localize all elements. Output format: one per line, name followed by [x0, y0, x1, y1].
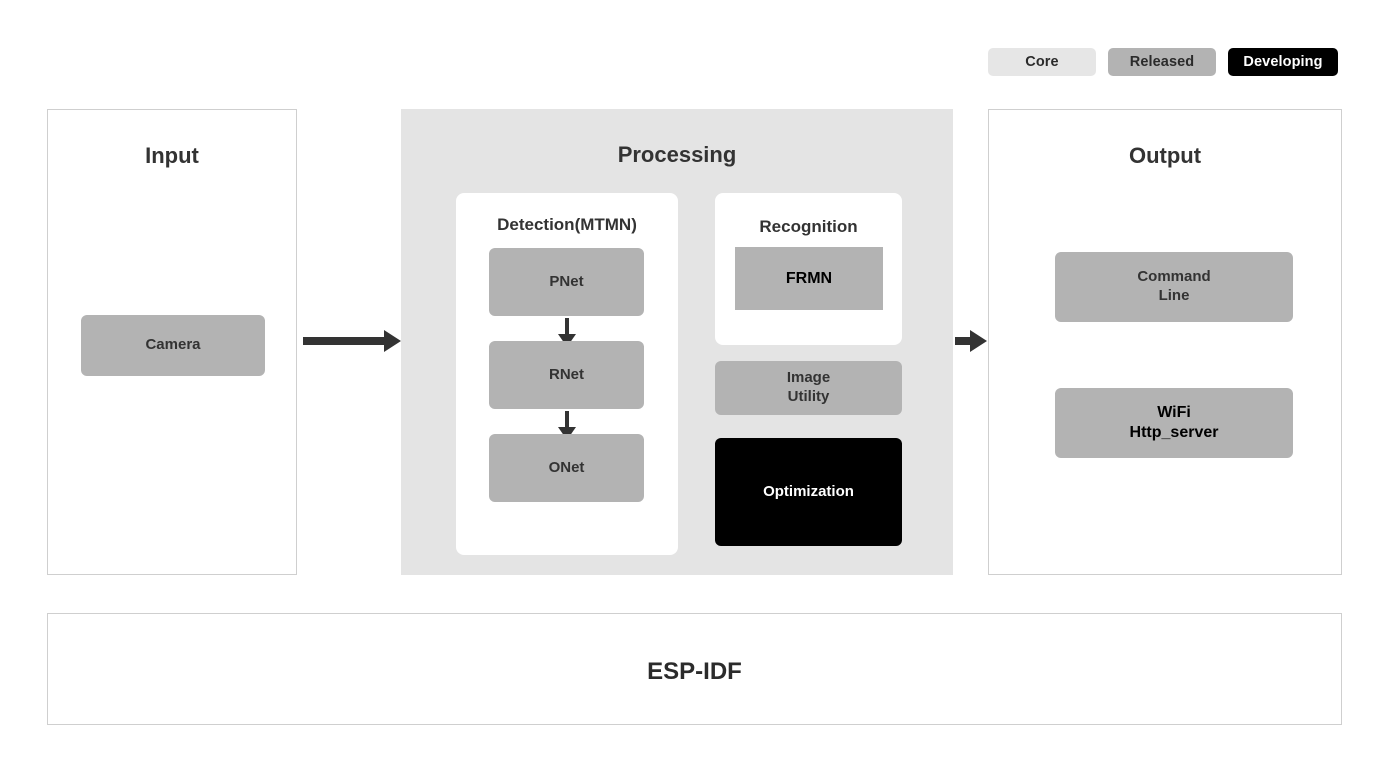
output-panel: Output Command Line WiFi Http_server — [988, 109, 1342, 575]
processing-panel: Processing Detection(MTMN) PNet RNet ONe… — [401, 109, 953, 575]
box-optimization[interactable]: Optimization — [715, 438, 902, 546]
box-frmn[interactable]: FRMN — [735, 247, 883, 310]
legend-item-core[interactable]: Core — [988, 48, 1096, 76]
legend-label-core: Core — [1025, 54, 1059, 70]
box-wifi-http-server-label-line1: WiFi — [1157, 404, 1191, 421]
box-command-line-label-line1: Command — [1137, 268, 1211, 286]
recognition-card-title: Recognition — [759, 217, 858, 236]
box-frmn-label: FRMN — [785, 269, 833, 287]
legend-item-developing[interactable]: Developing — [1228, 48, 1338, 76]
output-panel-title: Output — [1128, 143, 1202, 168]
box-rnet-label: RNet — [548, 365, 584, 383]
arrow-input-to-processing-icon — [303, 337, 385, 345]
box-pnet-label: PNet — [549, 272, 584, 290]
arrow-pnet-to-rnet-icon — [565, 318, 569, 335]
arrow-rnet-to-onet-icon — [565, 411, 569, 428]
recognition-card: Recognition FRMN — [715, 193, 902, 345]
processing-panel-title: Processing — [617, 142, 737, 167]
box-command-line[interactable]: Command Line — [1055, 252, 1293, 322]
input-panel-title: Input — [145, 143, 199, 168]
box-optimization-label: Optimization — [763, 482, 854, 500]
box-pnet[interactable]: PNet — [489, 248, 644, 316]
legend: Core Released Developing — [988, 48, 1338, 76]
arrow-processing-to-output-icon — [955, 337, 971, 345]
input-panel: Input Camera — [47, 109, 297, 575]
box-onet-label: ONet — [548, 458, 585, 476]
box-camera-label: Camera — [145, 336, 201, 354]
box-rnet[interactable]: RNet — [489, 341, 644, 409]
esp-idf-label: ESP-IDF — [647, 658, 742, 685]
detection-card: Detection(MTMN) PNet RNet ONet — [456, 193, 678, 555]
legend-label-developing: Developing — [1243, 54, 1323, 70]
box-camera[interactable]: Camera — [81, 315, 265, 376]
box-image-utility[interactable]: Image Utility — [715, 361, 902, 415]
esp-idf-panel: ESP-IDF — [47, 613, 1342, 725]
box-onet[interactable]: ONet — [489, 434, 644, 502]
box-wifi-http-server[interactable]: WiFi Http_server — [1055, 388, 1293, 458]
box-command-line-label-line2: Line — [1158, 287, 1190, 304]
box-image-utility-label-line1: Image — [786, 369, 831, 387]
box-wifi-http-server-label-line2: Http_server — [1129, 424, 1219, 441]
legend-label-released: Released — [1129, 54, 1195, 70]
box-image-utility-label-line2: Utility — [787, 388, 830, 405]
detection-card-title: Detection(MTMN) — [497, 215, 637, 234]
legend-item-released[interactable]: Released — [1108, 48, 1216, 76]
